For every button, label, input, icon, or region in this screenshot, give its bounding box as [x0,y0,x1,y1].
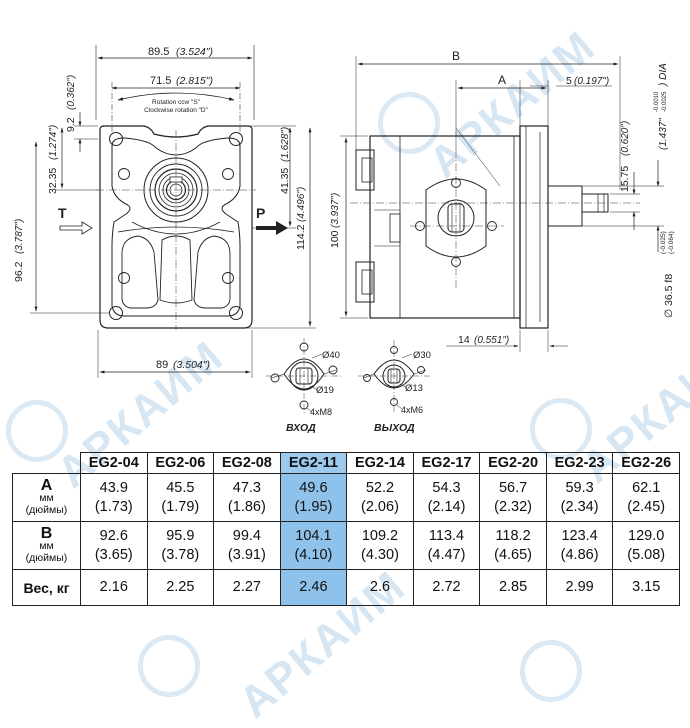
svg-text:(0.362"): (0.362") [66,75,77,110]
svg-text:(0.197"): (0.197") [574,76,609,87]
svg-text:-0.0010: -0.0010 [654,91,660,112]
watermark-logo [520,640,582,702]
side-view: B A 5 (0.197") [329,49,675,352]
svg-text:(3.524"): (3.524") [176,46,213,58]
watermark-logo [378,92,440,154]
svg-text:71.5: 71.5 [150,75,171,87]
svg-text:9.2: 9.2 [65,117,77,132]
outlet-label: ВЫХОД [374,422,415,434]
table-cell: 95.9(3.78) [146,521,215,570]
table-cell: 104.1(4.10) [279,521,348,570]
table-row: Вес, кг 2.16 2.25 2.27 2.46 2.6 2.72 2.8… [12,569,680,606]
svg-text:(4.496"): (4.496") [296,187,307,222]
table-header-row: EG2-04 EG2-06 EG2-08 EG2-11 EG2-14 EG2-1… [12,452,680,474]
table-cell: 54.3(2.14) [412,473,481,522]
svg-text:(3.504"): (3.504") [173,359,210,371]
col-header: EG2-23 [545,452,614,474]
svg-text:Ø19: Ø19 [316,385,334,396]
svg-text:100: 100 [329,230,341,248]
svg-text:15.75: 15.75 [619,166,631,192]
table-corner [12,452,81,474]
table-cell: 92.6(3.65) [80,521,148,570]
table-cell: 2.46 [279,569,348,606]
table-cell: 52.2(2.06) [346,473,414,522]
table-cell: 2.16 [80,569,148,606]
svg-text:(0.551"): (0.551") [474,335,509,346]
col-header: EG2-20 [479,452,547,474]
svg-text:14: 14 [458,334,470,346]
table-cell: 2.72 [412,569,481,606]
svg-text:4xM6: 4xM6 [401,405,423,415]
svg-text:(0.620"): (0.620") [620,121,631,156]
col-header: EG2-06 [146,452,215,474]
table-cell: 62.1(2.45) [612,473,680,522]
svg-text:(1.274"): (1.274") [48,125,59,160]
col-header: EG2-26 [612,452,680,474]
table-cell: 2.6 [346,569,414,606]
table-cell: 118.2(4.65) [479,521,547,570]
svg-text:(-0.025): (-0.025) [660,231,667,254]
spec-table: EG2-04 EG2-06 EG2-08 EG2-11 EG2-14 EG2-1… [12,452,680,606]
dim-a-label: A [498,73,506,87]
table-cell: 129.0(5.08) [612,521,680,570]
table-cell: 49.6(1.95) [279,473,348,522]
svg-text:Ø40: Ø40 [322,350,340,361]
table-row: A мм (дюймы) 43.9(1.73) 45.5(1.79) 47.3(… [12,473,680,522]
table-cell: 56.7(2.32) [479,473,547,522]
svg-text:-0.0025: -0.0025 [662,91,668,112]
watermark-logo [138,635,200,697]
svg-text:(3.787"): (3.787") [14,219,25,254]
table-cell: 2.25 [146,569,215,606]
svg-text:Clockwise rotation "D": Clockwise rotation "D" [144,107,209,114]
svg-text:4xM8: 4xM8 [310,407,332,417]
table-cell: 2.99 [545,569,614,606]
svg-text:Rotation ccw "S": Rotation ccw "S" [152,99,201,106]
table-cell: 43.9(1.73) [80,473,148,522]
svg-text:41.35: 41.35 [279,168,291,194]
col-header: EG2-11 [279,452,348,474]
front-view: 89.5 (3.524") 71.5 (2.815") Rotation ccw… [13,45,316,378]
svg-text:5: 5 [566,75,572,87]
table-cell: 99.4(3.91) [213,521,281,570]
table-cell: 2.85 [479,569,547,606]
table-cell: 113.4(4.47) [412,521,481,570]
col-header: EG2-04 [80,452,148,474]
col-header: EG2-08 [213,452,281,474]
table-cell: 47.3(1.86) [213,473,281,522]
table-cell: 123.4(4.86) [545,521,614,570]
inlet-port-detail: Ø40 Ø19 4xM8 ВХОД [266,338,342,434]
row-header: B мм (дюймы) [12,521,81,570]
col-header: EG2-17 [412,452,481,474]
outlet-port-detail: Ø30 Ø13 4xM6 ВЫХОД [358,340,431,434]
svg-text:Ø13: Ø13 [405,383,423,394]
svg-text:) DIA: ) DIA [658,63,669,87]
table-row: B мм (дюймы) 92.6(3.65) 95.9(3.78) 99.4(… [12,521,680,570]
svg-text:∅ 36.5 f8: ∅ 36.5 f8 [663,274,675,318]
inlet-label: ВХОД [286,422,316,434]
svg-text:Ø30: Ø30 [413,350,431,361]
table-cell: 45.5(1.79) [146,473,215,522]
svg-text:(-0.064): (-0.064) [668,231,675,254]
table-cell: 3.15 [612,569,680,606]
dim-b-label: B [452,49,460,63]
row-header: A мм (дюймы) [12,473,81,522]
svg-text:96.2: 96.2 [13,261,25,282]
table-cell: 2.27 [213,569,281,606]
pump-drawing: 89.5 (3.524") 71.5 (2.815") Rotation ccw… [13,45,675,434]
port-t-label: T [58,205,67,221]
dim-width-top: 89.5 [148,46,169,58]
table-cell: 59.3(2.34) [545,473,614,522]
col-header: EG2-14 [346,452,414,474]
svg-text:(2.815"): (2.815") [176,75,213,87]
row-header: Вес, кг [12,569,81,606]
table-cell: 109.2(4.30) [346,521,414,570]
port-p-label: P [256,205,265,221]
svg-text:114.2: 114.2 [295,224,307,250]
svg-text:(3.937"): (3.937") [330,193,341,228]
svg-text:(1.437": (1.437" [658,118,669,150]
svg-text:(1.628"): (1.628") [280,127,291,162]
svg-text:32.35: 32.35 [47,168,59,194]
svg-text:89: 89 [156,359,168,371]
